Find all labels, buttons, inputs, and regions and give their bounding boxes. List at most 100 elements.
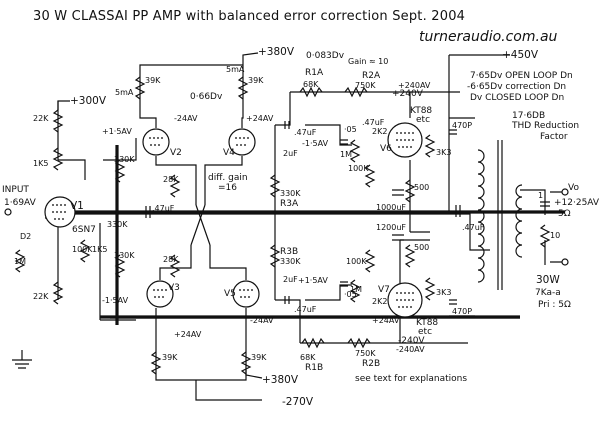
tube-v3 <box>146 280 174 308</box>
terminals <box>4 188 569 369</box>
label-r1b: R1B <box>305 363 323 373</box>
label-r3a: R3A <box>280 199 299 209</box>
label-100k-a: 100K <box>72 245 93 254</box>
v-15a-v5: +1·5AV <box>298 276 328 285</box>
resistor-10-ohm <box>539 224 551 248</box>
input-level: 1·69AV <box>4 198 37 208</box>
label-22k-1: 22K <box>33 114 49 123</box>
input-terminal <box>4 208 12 216</box>
vo-label: Vo <box>568 183 579 193</box>
resistor-r1a <box>299 86 323 98</box>
v-24a-v5: -24AV <box>250 316 274 325</box>
label-39k-4: 39K <box>251 353 267 362</box>
capacitors <box>145 121 550 305</box>
schematic-title: 30 W CLASSAI PP AMP with balanced error … <box>33 9 465 24</box>
rail-n270: -270V <box>282 396 314 408</box>
tube-v1-type: 6SN7 <box>72 225 96 235</box>
kt88-top: KT88 <box>410 106 432 116</box>
open-loop-note: 7·65Dv OPEN LOOP Dn <box>470 71 573 81</box>
correction-note: -6·65Dv correction Dn <box>467 82 566 92</box>
label-5ma-a: 5mA <box>115 88 134 97</box>
resistor-100k-top <box>364 164 376 188</box>
label-330k-a: 330K <box>114 155 135 164</box>
label-3k3-b: 3K3 <box>436 288 451 297</box>
website-label: turneraudio.com.au <box>419 29 558 45</box>
label-500-a: 500 <box>414 183 429 192</box>
capacitor-47uf-out <box>455 205 461 217</box>
tube-v7-label: V7 <box>378 285 390 295</box>
capacitor-1200uf <box>392 234 404 241</box>
label-r2b: R2B <box>362 359 380 369</box>
gain-note: Gain ≈ 10 <box>348 57 388 66</box>
capacitor-1000uf <box>392 189 404 196</box>
capacitor-47uf-mid <box>145 206 151 218</box>
label-39k-1: 39K <box>145 76 161 85</box>
label-28k-a: 28K <box>163 175 179 184</box>
resistor-22k-top <box>52 109 64 133</box>
label-330k-c: 330K <box>107 220 128 229</box>
resistor-1m-input <box>14 249 26 273</box>
rail-n240: -240V <box>398 336 425 346</box>
label-2uf-a: 2uF <box>283 149 298 158</box>
label-2k2-b: 2K2 <box>372 297 387 306</box>
tube-v7 <box>387 282 423 318</box>
capacitor-470p-bot <box>449 299 457 305</box>
resistor-39k-v3 <box>150 351 162 375</box>
tube-v5-label: V5 <box>224 289 236 299</box>
output-ratio: Pri : 5Ω <box>538 300 571 310</box>
label-47uf-c: .47uF <box>152 204 175 213</box>
thd-label-2: Factor <box>540 132 568 142</box>
label-1m-b: 1M <box>340 150 352 159</box>
label-cap-1: 1 <box>538 191 543 200</box>
label-500-b: 500 <box>414 243 429 252</box>
resistor-39k-v5 <box>240 351 252 375</box>
resistor-1m-top <box>349 139 361 163</box>
label-470p-b: 470P <box>452 307 472 316</box>
rail-p380-bot: +380V <box>262 374 299 386</box>
v-24a-v4: +24AV <box>246 114 274 123</box>
output-transformer <box>477 140 523 290</box>
tube-v4-label: V4 <box>223 148 235 158</box>
label-39k-2: 39K <box>248 76 264 85</box>
label-r2a-value: 750K <box>355 81 376 90</box>
label-47uf-e: .47uF <box>362 118 385 127</box>
label-d2: D2 <box>20 232 31 241</box>
v-0083: 0·083Dv <box>306 51 345 61</box>
output-level: +12·25AV <box>554 198 600 208</box>
label-1m-c: 1M <box>350 285 362 294</box>
resistor-1m-bot <box>349 279 361 303</box>
resistor-100k-bot <box>364 249 376 273</box>
resistor-3k3-bot <box>424 277 436 301</box>
resistor-500-bot <box>404 244 416 268</box>
v-240a-bot: -240AV <box>396 345 425 354</box>
v-24a-bot: +24AV <box>174 330 202 339</box>
label-r2b-value: 750K <box>355 349 376 358</box>
label-05-b: ·05 <box>344 290 357 299</box>
label-1000uf: 1000uF <box>376 203 406 212</box>
output-power: 30W <box>536 274 560 286</box>
v-15a-top: +1·5AV <box>102 127 132 136</box>
kt88-bot: KT88 <box>416 318 438 328</box>
label-100k-c: 100K <box>346 257 367 266</box>
tube-v4 <box>228 128 256 156</box>
bus-lines <box>58 145 565 325</box>
resistor-330k-b <box>114 254 126 278</box>
kt88-top-etc: etc <box>416 115 430 125</box>
rail-p380-top: +380V <box>258 46 295 58</box>
label-r3b: R3B <box>280 247 298 257</box>
rail-p450: +450V <box>502 49 539 61</box>
label-2uf-b: 2uF <box>283 275 298 284</box>
closed-loop-note: Dv CLOSED LOOP Dn <box>470 93 564 103</box>
label-res-10: 10 <box>550 231 560 240</box>
see-text-note: see text for explanations <box>355 374 467 384</box>
diff-gain-value: =16 <box>218 183 237 193</box>
tube-v1 <box>44 196 76 228</box>
label-22k-2: 22K <box>33 292 49 301</box>
v-24a-v7: +24AV <box>372 316 400 325</box>
tube-v2 <box>142 128 170 156</box>
resistor-r3b <box>269 244 281 268</box>
resistor-39k-v2 <box>134 76 146 100</box>
diff-gain-label: diff. gain <box>208 173 248 183</box>
label-r3a-value: 330K <box>280 189 301 198</box>
